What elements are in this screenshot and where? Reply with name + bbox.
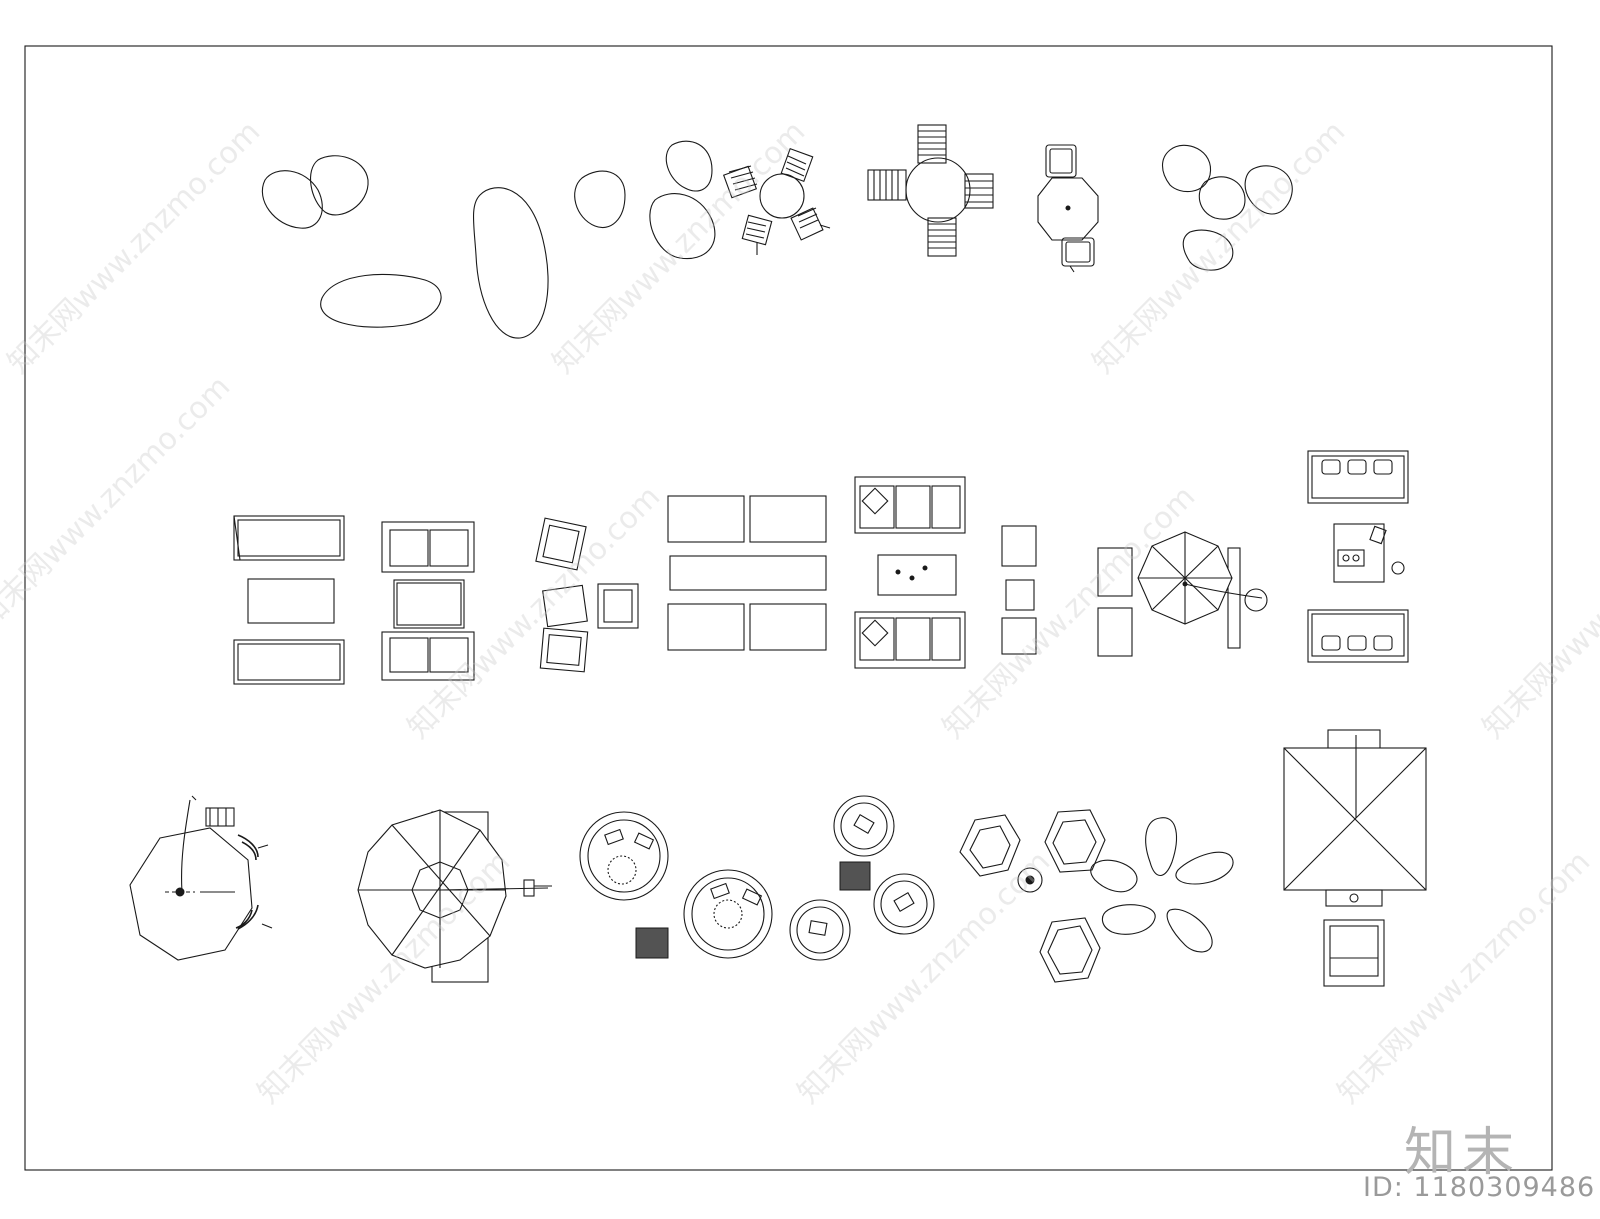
faceted-rock-stools: [959, 809, 1106, 983]
bench-modules: [667, 495, 827, 651]
large-umbrella-set: [357, 809, 552, 983]
umbrella-lounger-set: [1097, 531, 1268, 657]
sofa-set-a: [233, 515, 345, 685]
row-2: [233, 450, 1409, 685]
watermark-text: 知末网www.znzmo.com: [0, 369, 237, 635]
watermark-text: 知末网www.znzmo.com: [546, 114, 812, 380]
watermark-layer: 知末网www.znzmo.com 知末网www.znzmo.com 知末网www…: [0, 114, 1600, 1110]
watermark-text: 知末网www.znzmo.com: [1476, 479, 1600, 745]
teardrop-stools: [1090, 817, 1234, 953]
sofa-set-b: [381, 521, 475, 681]
petal-stools: [1161, 144, 1293, 271]
square-umbrella-set: [1283, 729, 1427, 987]
bistro-table-set-2: [867, 124, 994, 257]
lounge-chair-cluster: [535, 517, 639, 673]
cantilever-umbrella-set: [129, 795, 273, 961]
drawing-frame: [24, 45, 1553, 1171]
watermark-text: 知末网www.znzmo.com: [1086, 114, 1352, 380]
bistro-table-set-1: [722, 147, 831, 255]
sofa-pair-coffee-table: [854, 476, 966, 669]
row-1: [261, 124, 1293, 339]
row-3: [129, 729, 1427, 987]
watermark-text: 知末网www.znzmo.com: [791, 844, 1057, 1110]
round-lounge-chairs: [789, 795, 935, 961]
watermark-text: 知末网www.znzmo.com: [1, 114, 267, 380]
lounge-sofa-set: [1307, 450, 1409, 663]
ottoman-stack: [1001, 525, 1037, 655]
pebble-stools: [261, 140, 716, 339]
octagon-table-set: [1037, 144, 1099, 273]
asset-id-label: ID: 1180309486: [1363, 1172, 1596, 1203]
watermark-text: 知末网www.znzmo.com: [401, 479, 667, 745]
brand-logo-text: 知末: [1404, 1123, 1521, 1183]
round-daybeds: [579, 811, 773, 959]
